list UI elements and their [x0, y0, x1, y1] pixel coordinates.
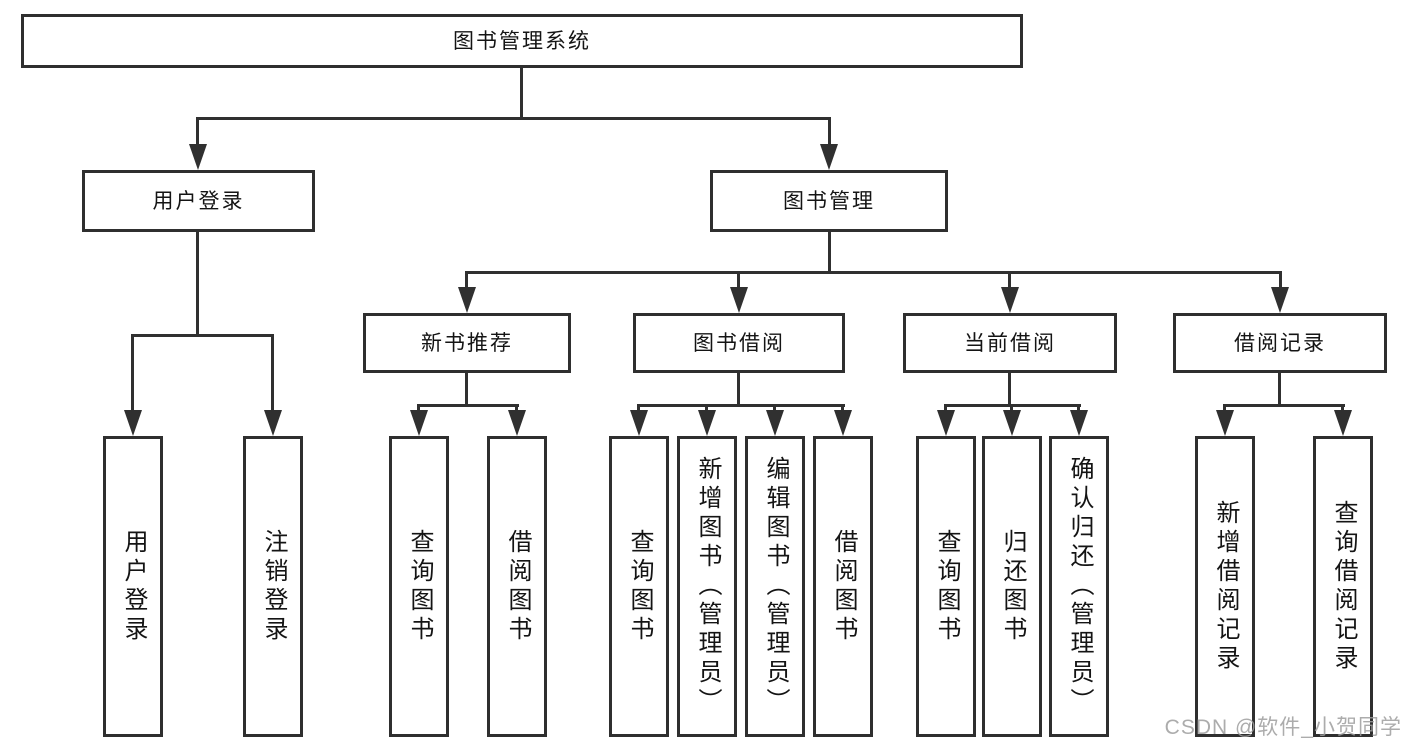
connector-line	[1279, 271, 1282, 291]
connector-line	[737, 271, 740, 291]
connector-line	[465, 271, 1282, 274]
leaf-user-login: 用户登录	[103, 436, 163, 737]
connector-line	[465, 373, 468, 407]
connector-line	[737, 373, 740, 407]
leaf-query-books-current: 查询图书	[916, 436, 976, 737]
leaf-query-books-recommend: 查询图书	[389, 436, 449, 737]
arrowhead-down	[1070, 410, 1088, 436]
leaf-logout: 注销登录	[243, 436, 303, 737]
connector-line	[828, 117, 831, 148]
connector-line	[196, 232, 199, 337]
connector-line	[465, 271, 468, 291]
node-borrowing-records: 借阅记录	[1173, 313, 1387, 373]
arrowhead-down	[458, 287, 476, 313]
node-user-login: 用户登录	[82, 170, 315, 232]
leaf-query-borrow-record: 查询借阅记录	[1313, 436, 1373, 737]
node-current-borrowing: 当前借阅	[903, 313, 1117, 373]
arrowhead-down	[189, 144, 207, 170]
leaf-borrow-books: 借阅图书	[813, 436, 873, 737]
connector-line	[828, 232, 831, 274]
connector-line	[1278, 373, 1281, 407]
node-new-book-recommendation: 新书推荐	[363, 313, 571, 373]
arrowhead-down	[1271, 287, 1289, 313]
connector-line	[1010, 404, 1013, 414]
leaf-add-borrow-record: 新增借阅记录	[1195, 436, 1255, 737]
connector-line	[1341, 404, 1344, 414]
connector-line	[1223, 404, 1226, 414]
node-book-borrowing: 图书借阅	[633, 313, 845, 373]
arrowhead-down	[766, 410, 784, 436]
connector-line	[944, 404, 947, 414]
arrowhead-down	[264, 410, 282, 436]
connector-line	[131, 334, 274, 337]
leaf-borrow-books-recommend: 借阅图书	[487, 436, 547, 737]
connector-line	[1008, 373, 1011, 407]
node-book-management: 图书管理	[710, 170, 948, 232]
leaf-edit-books-admin: 编辑图书（管理员）	[745, 436, 805, 737]
arrowhead-down	[834, 410, 852, 436]
connector-line	[196, 117, 831, 120]
arrowhead-down	[730, 287, 748, 313]
arrowhead-down	[124, 410, 142, 436]
arrowhead-down	[1216, 410, 1234, 436]
leaf-return-books: 归还图书	[982, 436, 1042, 737]
arrowhead-down	[820, 144, 838, 170]
arrowhead-down	[1001, 287, 1019, 313]
connector-line	[520, 68, 523, 120]
connector-line	[417, 404, 519, 407]
leaf-add-books-admin: 新增图书（管理员）	[677, 436, 737, 737]
csdn-watermark: CSDN @软件_小贺同学	[1164, 716, 1402, 739]
connector-line	[131, 334, 134, 414]
connector-line	[637, 404, 640, 414]
connector-line	[515, 404, 518, 414]
connector-line	[271, 334, 274, 414]
connector-line	[417, 404, 420, 414]
arrowhead-down	[1003, 410, 1021, 436]
connector-line	[1008, 271, 1011, 291]
arrowhead-down	[630, 410, 648, 436]
leaf-confirm-return-admin: 确认归还（管理员）	[1049, 436, 1109, 737]
connector-line	[196, 117, 199, 148]
connector-line	[705, 404, 708, 414]
arrowhead-down	[698, 410, 716, 436]
arrowhead-down	[937, 410, 955, 436]
arrowhead-down	[508, 410, 526, 436]
connector-line	[841, 404, 844, 414]
connector-line	[637, 404, 845, 407]
leaf-query-books-borrow: 查询图书	[609, 436, 669, 737]
connector-line	[773, 404, 776, 414]
node-library-management-system: 图书管理系统	[21, 14, 1023, 68]
arrowhead-down	[1334, 410, 1352, 436]
arrowhead-down	[410, 410, 428, 436]
connector-line	[1223, 404, 1345, 407]
connector-line	[1077, 404, 1080, 414]
